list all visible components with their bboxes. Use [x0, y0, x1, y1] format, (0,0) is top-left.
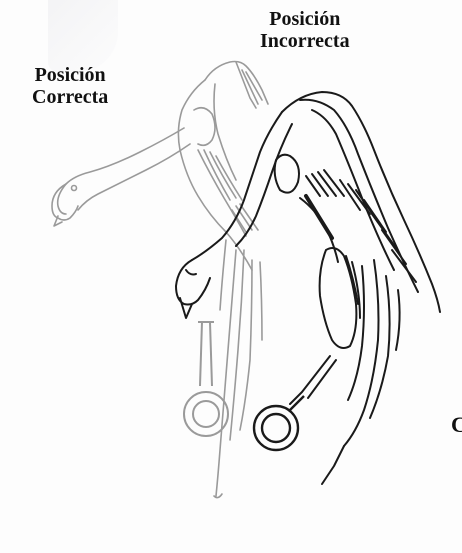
cropped-letter: C — [451, 414, 462, 436]
incorrect-bird-ring-icon — [275, 155, 299, 193]
incorrect-bird-head-icon — [176, 260, 210, 305]
correct-position-bird — [52, 62, 268, 498]
incorrect-position-bird — [176, 92, 440, 484]
label-incorrect-line2: Incorrecta — [260, 30, 350, 52]
label-correct-line2: Correcta — [32, 86, 108, 108]
label-incorrect-position: Posición Incorrecta — [260, 8, 350, 53]
label-correct-line1: Posición — [32, 64, 108, 86]
ring-shackle-light-icon — [184, 322, 228, 436]
ring-shackle-dark-icon — [254, 396, 304, 450]
label-incorrect-line1: Posición — [260, 8, 350, 30]
label-correct-position: Posición Correcta — [32, 64, 108, 109]
